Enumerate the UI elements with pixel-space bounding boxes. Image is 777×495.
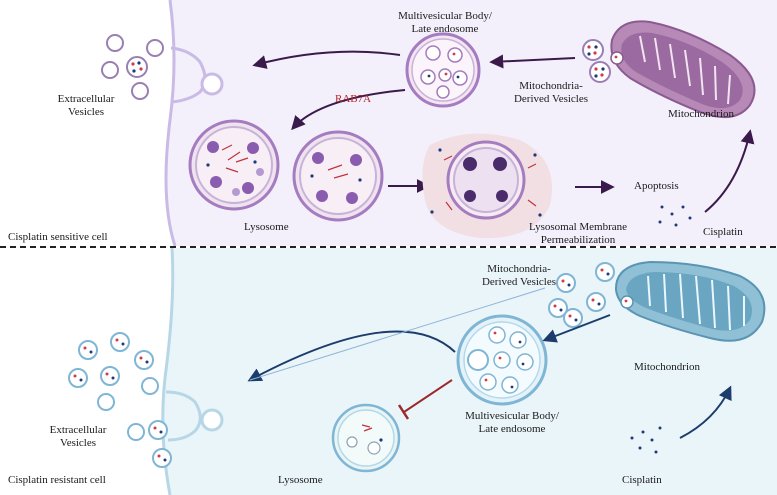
cisplatin-dots-bottom [630, 426, 662, 454]
lysosome-top-2 [292, 130, 384, 222]
arrow-cisplatin-to-mitochondrion-top [704, 129, 755, 213]
arrow-mvb-to-ev-bottom [247, 330, 456, 382]
arrow-mvb-to-ev-top [252, 50, 401, 69]
label-lysosome-bottom: Lysosome [278, 474, 323, 486]
extracellular-vesicles-top [101, 34, 164, 100]
label-apoptosis: Apoptosis [634, 180, 679, 192]
arrow-mdv-to-mvb-top [489, 54, 576, 69]
label-mitochondria-derived-vesicles-bottom: Mitochondria-Derived Vesicles [481, 263, 557, 288]
inhibit-bar [397, 404, 410, 420]
label-cisplatin-bottom: Cisplatin [622, 474, 662, 486]
mitochondrion-top [610, 20, 756, 119]
label-cisplatin-sensitive-cell: Cisplatin sensitive cell [8, 231, 108, 243]
exocytosis-bud-top [170, 46, 224, 104]
mitochondria-derived-vesicles-bottom [548, 262, 615, 328]
cisplatin-dots-top [658, 205, 692, 227]
exocytosis-bud-bottom [165, 390, 224, 442]
label-mitochondria-derived-vesicles-top: Mitochondria-Derived Vesicles [513, 80, 589, 105]
label-mitochondrion-top: Mitochondrion [668, 108, 734, 120]
label-multivesicular-body-bottom: Multivesicular Body/Late endosome [465, 410, 559, 435]
label-rab7a: RAB7A [335, 93, 372, 105]
label-multivesicular-body-top: Multivesicular Body/Late endosome [398, 10, 492, 35]
inhibit-mvb-to-lysosome [403, 379, 453, 413]
label-cisplatin-resistant-cell: Cisplatin resistant cell [8, 474, 106, 486]
label-cisplatin-top: Cisplatin [703, 226, 743, 238]
label-mitochondrion-bottom: Mitochondrion [634, 361, 700, 373]
arrow-mvb-to-lysosome-top [291, 89, 406, 131]
extracellular-vesicles-bottom [68, 332, 172, 468]
arrow-mdv-to-mvb-bottom [542, 314, 611, 343]
lysosomal-membrane-permeabilization [422, 133, 552, 239]
sensitive-cell-membrane [164, 0, 177, 247]
mitochondrion-bottom [614, 260, 766, 342]
arrow-cisplatin-to-mitochondrion-bottom [679, 385, 732, 439]
lysosome-bottom [331, 403, 401, 473]
multivesicular-body-top [405, 32, 481, 108]
lysosome-top-1 [188, 119, 280, 211]
line-mdv-direct-bottom [249, 287, 546, 381]
multivesicular-body-bottom [456, 314, 548, 406]
mitochondria-derived-vesicles-top [582, 39, 611, 83]
label-lysosome-top: Lysosome [244, 221, 289, 233]
